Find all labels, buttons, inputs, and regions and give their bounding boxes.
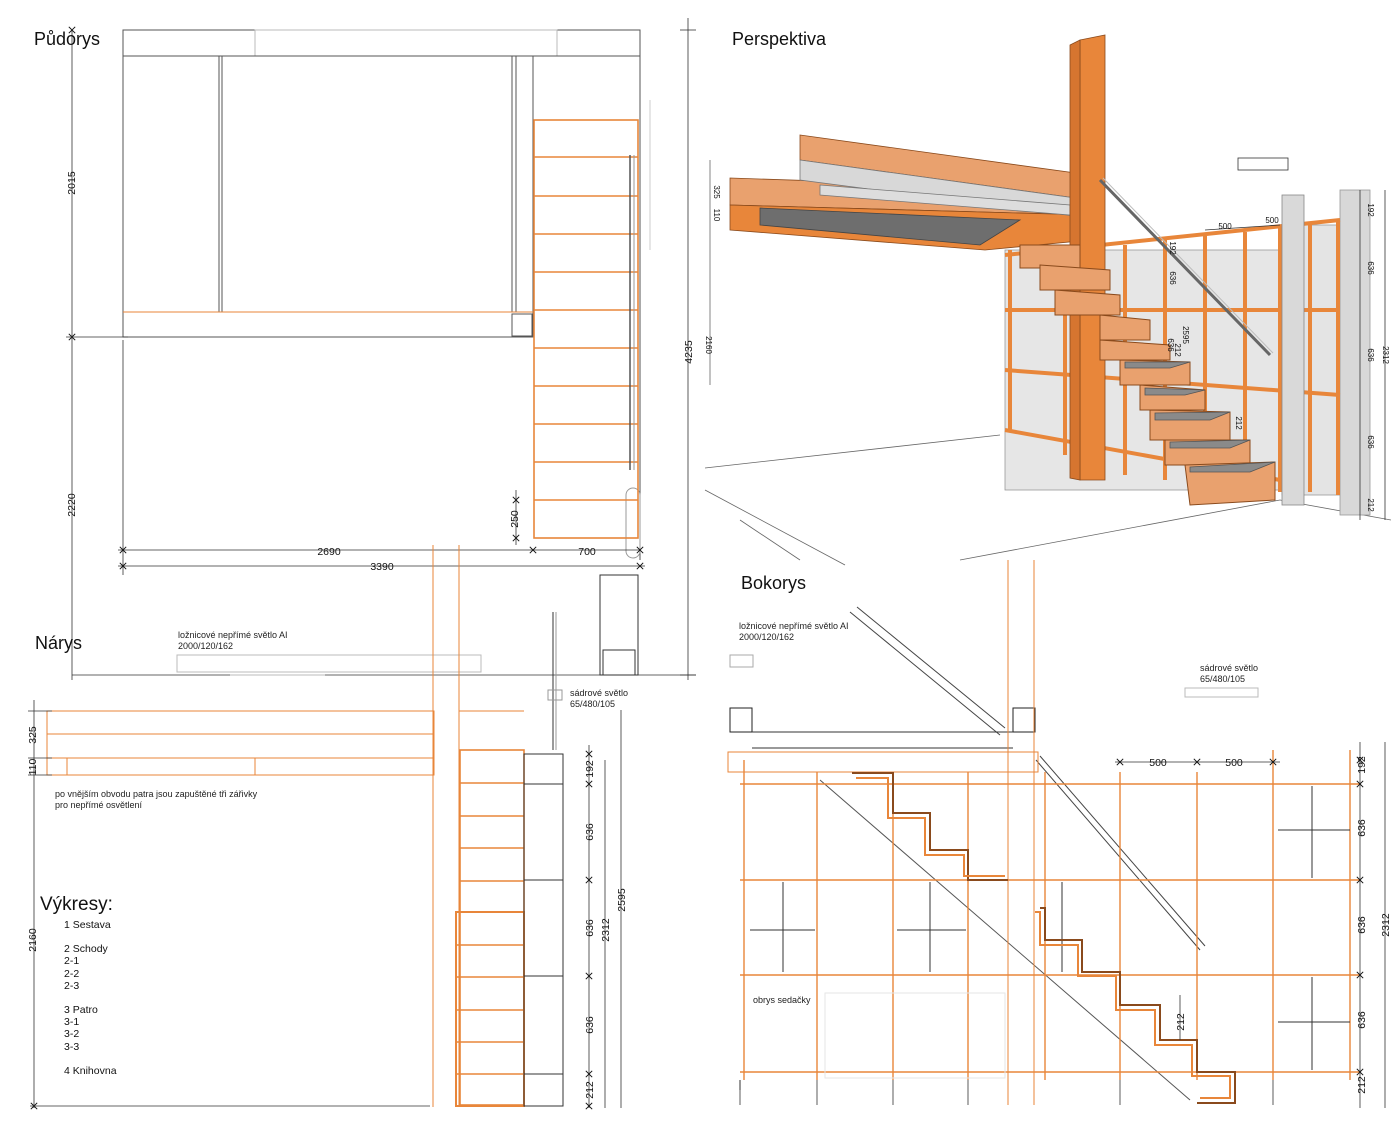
persp-stair-2595: 2595	[1181, 326, 1190, 344]
plan-cabinet	[599, 574, 639, 676]
side-dim-212: 212	[1356, 1076, 1368, 1094]
dim-2312: 2312	[600, 918, 612, 942]
persp-dim-212: 212	[1366, 498, 1375, 512]
note-light-ai-side: ložnicové nepřímé světlo AI 2000/120/162	[739, 621, 849, 642]
persp-dim-2160: 2160	[704, 336, 713, 354]
persp-stair-212: 212	[1173, 343, 1182, 357]
drawing-list-item: 3-3	[64, 1040, 80, 1053]
persp-stair-212-b: 212	[1234, 416, 1243, 430]
persp-stair-636: 636	[1168, 271, 1177, 285]
plan-title: Půdorys	[34, 29, 101, 49]
plan-drawing: 2015 2220 4235 2690 700 3390 250	[66, 18, 696, 680]
dim-636-c: 636	[584, 1016, 596, 1034]
persp-stair-192: 192	[1168, 241, 1177, 255]
dim-2015: 2015	[66, 171, 78, 195]
persp-dim-500-b: 500	[1265, 216, 1279, 225]
note-plaster-front: sádrové světlo 65/480/105	[570, 688, 629, 709]
front-bookcase	[523, 753, 564, 1107]
drawing-list-item: 2-3	[64, 979, 80, 992]
dim-250: 250	[509, 510, 521, 528]
side-stair-profile	[852, 772, 1236, 1104]
note-outer-lights: po vnějším obvodu patra jsou zapuštěné t…	[55, 789, 258, 810]
drawing-list-item: 2 Schody	[64, 943, 108, 956]
plan-stair-treads	[533, 119, 639, 539]
drawing-list-heading: Výkresy:	[40, 894, 113, 915]
dim-2595: 2595	[616, 888, 628, 912]
dim-3390: 3390	[370, 561, 394, 573]
dim-212: 212	[584, 1081, 596, 1099]
dim-192: 192	[584, 760, 596, 778]
dim-2690: 2690	[317, 546, 341, 558]
side-dim-500-b: 500	[1225, 757, 1243, 769]
persp-dim-2312: 2312	[1381, 346, 1390, 364]
plan-loft-outline	[122, 55, 534, 338]
side-dim-192: 192	[1356, 756, 1368, 774]
drawing-list-item: 4 Knihovna	[64, 1064, 117, 1077]
dim-636-b: 636	[584, 919, 596, 937]
front-title: Nárys	[35, 633, 83, 653]
note-plaster-side: sádrové světlo 65/480/105	[1200, 663, 1259, 684]
dim-110: 110	[27, 758, 39, 775]
side-dim-step-212: 212	[1175, 1013, 1187, 1031]
drawing-list-item: 3-2	[64, 1028, 80, 1041]
persp-stair-636-b: 636	[1166, 338, 1175, 352]
note-seat-outline: obrys sedačky	[753, 995, 811, 1005]
side-dim-636-c: 636	[1356, 1011, 1368, 1029]
dim-4235: 4235	[683, 340, 695, 364]
front-drawing: 325 110 2160 192 636 636 636 212 2312 25…	[27, 545, 628, 1108]
dim-2160: 2160	[27, 928, 39, 952]
drawing-list-item: 1 Sestava	[64, 919, 111, 931]
front-stair	[455, 749, 525, 1107]
persp-dim-636-a: 636	[1366, 261, 1375, 275]
drawing-list-item: 3 Patro	[64, 1004, 98, 1017]
perspective-drawing: 325 110 2160 500 500 192 636 636 636 212…	[704, 34, 1391, 566]
drawing-list-item: 2-2	[64, 967, 80, 980]
side-drawing: 500 500 192 636 636 636 212 2312 212	[727, 560, 1391, 1108]
side-dim-500-a: 500	[1149, 757, 1167, 769]
perspective-title: Perspektiva	[732, 29, 827, 49]
drawing-list: Výkresy: 1 Sestava 2 Schody 2-1 2-2 2-3 …	[40, 893, 117, 1077]
persp-dim-500-a: 500	[1218, 222, 1232, 231]
side-dim-636-b: 636	[1356, 916, 1368, 934]
persp-dim-325: 325	[712, 185, 721, 199]
drawing-list-item: 3-1	[64, 1016, 80, 1029]
persp-dim-192: 192	[1366, 203, 1375, 217]
dim-2220: 2220	[66, 493, 78, 517]
dim-636-a: 636	[584, 823, 596, 841]
dim-325: 325	[27, 726, 39, 744]
side-dim-636-a: 636	[1356, 819, 1368, 837]
persp-dim-636-b: 636	[1366, 348, 1375, 362]
note-light-ai-front: ložnicové nepřímé světlo AI 2000/120/162	[178, 630, 288, 651]
side-title: Bokorys	[741, 573, 807, 593]
persp-dim-110: 110	[712, 209, 721, 222]
dim-700: 700	[578, 546, 596, 558]
side-dim-2312: 2312	[1380, 913, 1391, 937]
persp-dim-636-c: 636	[1366, 435, 1375, 449]
drawing-list-item: 2-1	[64, 955, 80, 968]
